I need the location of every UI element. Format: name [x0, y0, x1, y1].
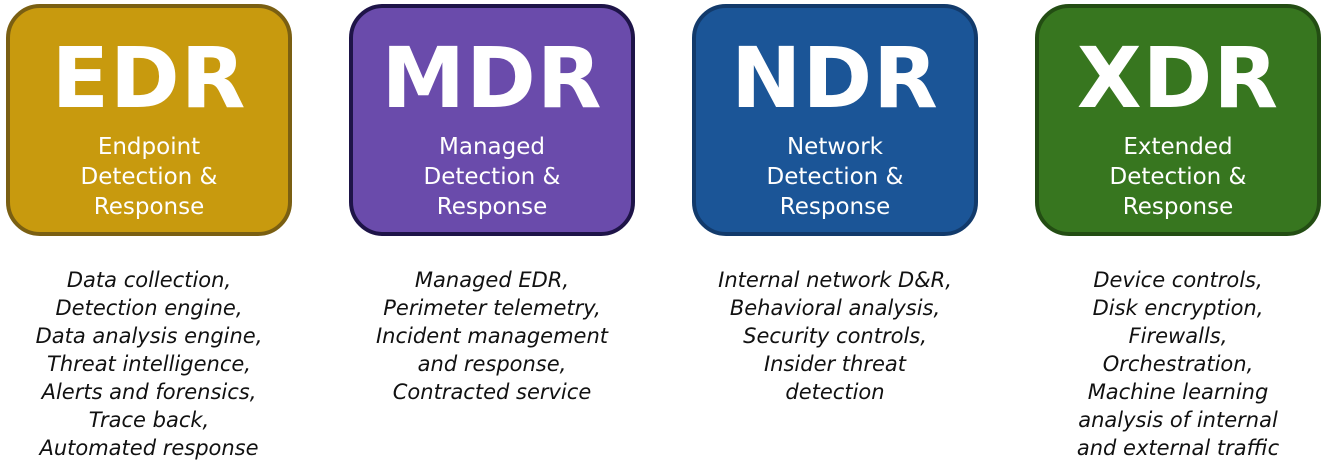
mdr-full-name: Managed Detection & Response [423, 134, 561, 220]
xdr-acronym: XDR [1076, 29, 1280, 127]
ndr-feature: Behavioral analysis, [729, 296, 941, 320]
ndr-acronym: NDR [731, 29, 939, 127]
xdr-card: XDR Extended Detection & Response [1035, 4, 1321, 236]
xdr-full-name: Extended Detection & Response [1109, 134, 1247, 220]
edr-full-name: Endpoint Detection & Response [80, 134, 218, 220]
ndr-column: NDR Network Detection & Response Interna… [692, 4, 978, 470]
xdr-feature: and external traffic [1076, 436, 1280, 460]
edr-feature: Threat intelligence, [47, 352, 251, 376]
edr-feature: Data collection, [66, 268, 232, 292]
ndr-feature-list: Internal network D&R, Behavioral analysi… [684, 266, 986, 406]
mdr-feature: Contracted service [392, 380, 592, 404]
xdr-feature: Firewalls, [1128, 324, 1228, 348]
edr-column: EDR Endpoint Detection & Response Data c… [6, 4, 292, 470]
mdr-card: MDR Managed Detection & Response [349, 4, 635, 236]
mdr-feature: and response, [417, 352, 567, 376]
mdr-feature: Perimeter telemetry, [383, 296, 601, 320]
ndr-feature: Insider threat [763, 352, 907, 376]
ndr-full-name: Network Detection & Response [766, 134, 904, 220]
xdr-feature: Disk encryption, [1092, 296, 1264, 320]
edr-feature: Automated response [39, 436, 259, 460]
edr-feature: Trace back, [88, 408, 210, 432]
ndr-feature: Internal network D&R, [718, 268, 952, 292]
edr-feature: Detection engine, [55, 296, 243, 320]
edr-acronym: EDR [51, 29, 247, 127]
mdr-acronym: MDR [381, 29, 603, 127]
mdr-column: MDR Managed Detection & Response Managed… [349, 4, 635, 470]
mdr-feature: Incident management [375, 324, 609, 348]
xdr-feature: Device controls, [1093, 268, 1263, 292]
xdr-feature: Machine learning [1087, 380, 1269, 404]
ndr-card: NDR Network Detection & Response [692, 4, 978, 236]
xdr-feature: Orchestration, [1102, 352, 1254, 376]
ndr-feature: detection [785, 380, 885, 404]
ndr-feature: Security controls, [743, 324, 927, 348]
edr-feature-list: Data collection, Detection engine, Data … [0, 266, 300, 462]
mdr-feature-list: Managed EDR, Perimeter telemetry, Incide… [341, 266, 643, 406]
edr-card: EDR Endpoint Detection & Response [6, 4, 292, 236]
xdr-feature: analysis of internal [1078, 408, 1278, 432]
edr-feature: Data analysis engine, [35, 324, 263, 348]
xdr-feature-list: Device controls, Disk encryption, Firewa… [1027, 266, 1329, 462]
xdr-column: XDR Extended Detection & Response Device… [1035, 4, 1321, 470]
edr-feature: Alerts and forensics, [41, 380, 257, 404]
mdr-feature: Managed EDR, [414, 268, 570, 292]
